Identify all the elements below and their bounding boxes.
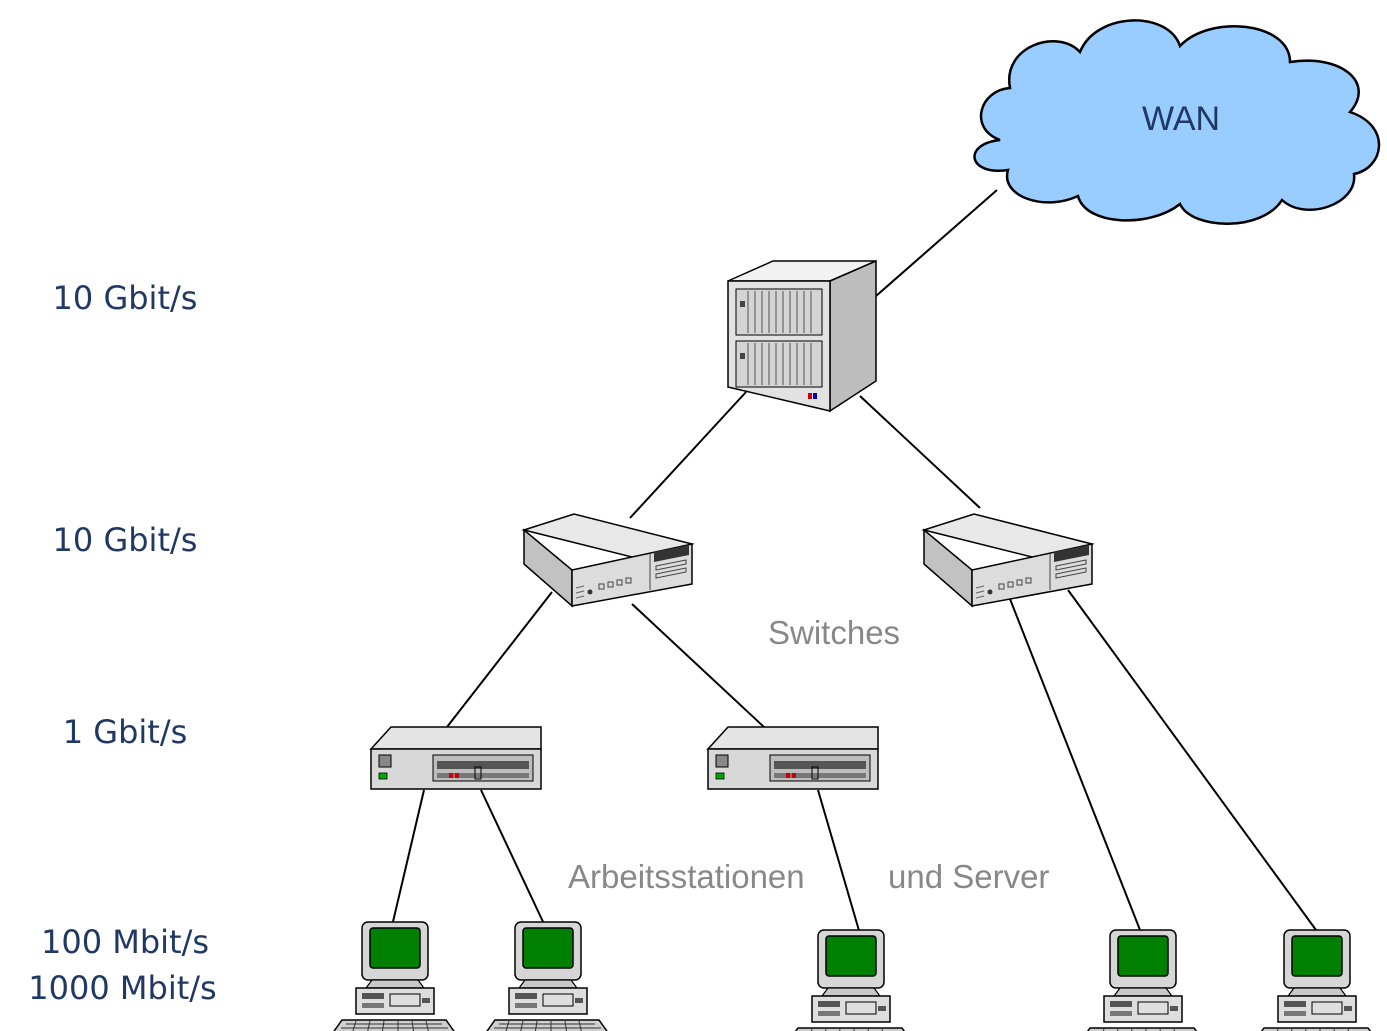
link-access-left-ws2 <box>480 789 546 927</box>
link-dist-right-ws5 <box>1067 589 1317 931</box>
workstations-label-part2: und Server <box>888 858 1050 895</box>
workstation-4 <box>1079 929 1205 1031</box>
link-dist-right-ws4 <box>1009 598 1141 931</box>
workstations-label-part1: Arbeitsstationen <box>568 858 805 895</box>
speed-label-core: 10 Gbit/s <box>52 279 198 317</box>
connection-lines <box>391 189 1317 935</box>
workstation-1 <box>331 921 457 1031</box>
workstation-5 <box>1253 929 1379 1031</box>
link-dist-left-access-right <box>631 603 765 728</box>
link-access-left-ws1 <box>391 789 425 927</box>
speed-label-access: 1 Gbit/s <box>62 713 188 751</box>
link-core-dist-left <box>629 391 747 519</box>
link-wan-core <box>875 189 998 297</box>
speed-label-endpoint-100: 100 Mbit/s <box>40 923 210 961</box>
distribution-switch-right <box>923 513 1093 607</box>
speed-label-endpoint-1000: 1000 Mbit/s <box>28 969 217 1007</box>
link-access-right-ws3 <box>817 789 861 935</box>
core-router <box>727 260 877 412</box>
link-core-dist-right <box>859 395 981 509</box>
distribution-switch-left <box>523 513 693 607</box>
speed-label-distribution: 10 Gbit/s <box>52 521 198 559</box>
wan-cloud <box>973 19 1381 225</box>
link-dist-left-access-left <box>446 591 553 728</box>
wan-label: WAN <box>1142 100 1221 138</box>
access-switch-left <box>370 726 542 790</box>
workstation-2 <box>484 921 610 1031</box>
access-switch-right <box>707 726 879 790</box>
switches-label: Switches <box>768 614 901 651</box>
workstation-3 <box>787 929 913 1031</box>
